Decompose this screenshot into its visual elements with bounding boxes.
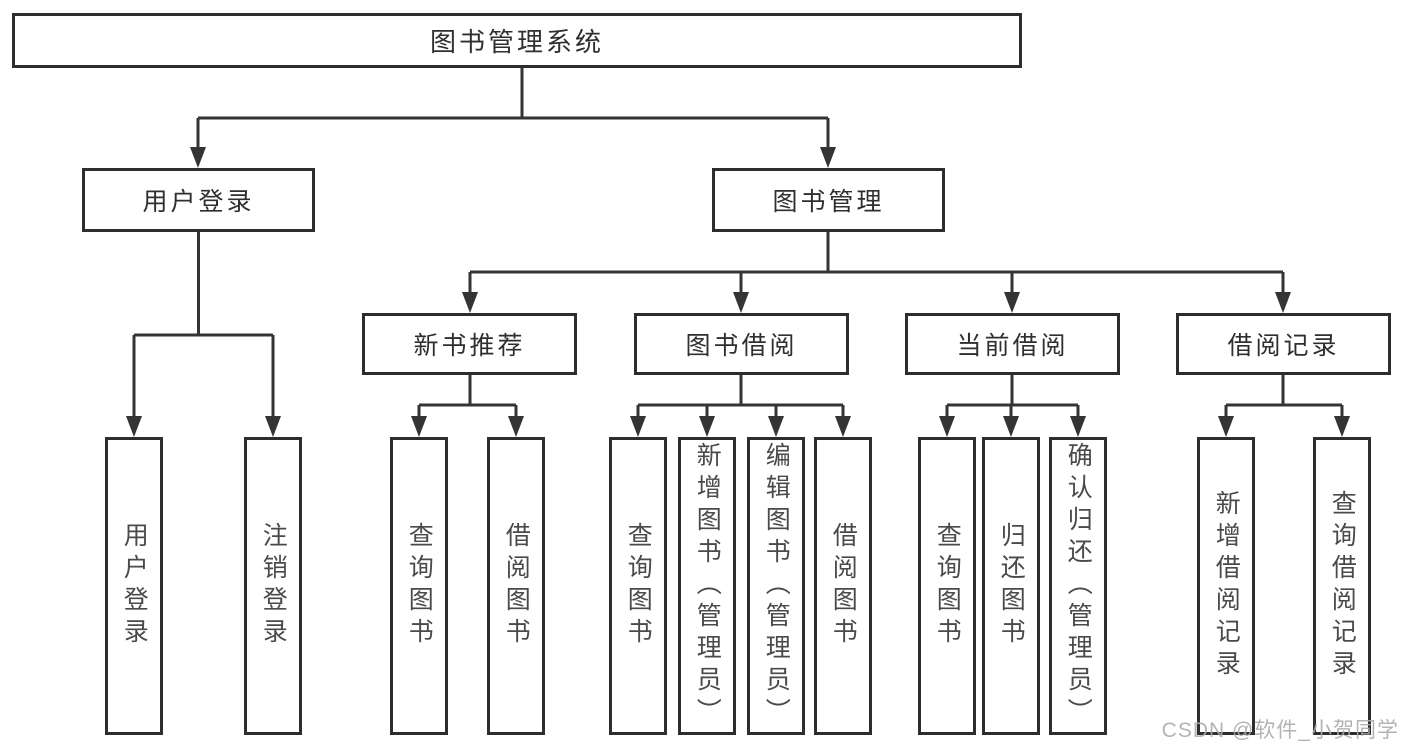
connector-new-book-rec-group: [417, 375, 518, 420]
arrow-down-icon: [462, 292, 478, 313]
arrow-down-icon: [835, 416, 851, 437]
leaf-user-login-label: 用户登录: [120, 522, 149, 650]
connector-book-mgmt-to-level3: [468, 232, 1285, 296]
arrow-down-icon: [1070, 416, 1086, 437]
node-book-mgmt-label: 图书管理: [772, 188, 885, 216]
leaf-query-books-borrow: 查询图书: [609, 437, 667, 735]
node-borrow-records-label: 借阅记录: [1227, 332, 1340, 360]
leaf-borrow-books-borrow: 借阅图书: [814, 437, 872, 735]
arrow-down-icon: [190, 147, 206, 168]
arrow-down-icon: [1004, 292, 1020, 313]
arrow-down-icon: [768, 416, 784, 437]
node-borrow-records: 借阅记录: [1176, 313, 1391, 375]
leaf-return-book: 归还图书: [982, 437, 1040, 735]
leaf-query-books-newrec: 查询图书: [390, 437, 448, 735]
node-root: 图书管理系统: [12, 13, 1022, 68]
leaf-logout-label: 注销登录: [259, 522, 288, 650]
arrow-down-icon: [820, 147, 836, 168]
node-book-borrow-label: 图书借阅: [685, 332, 798, 360]
leaf-return-book-label: 归还图书: [997, 522, 1026, 650]
arrow-down-icon: [1275, 292, 1291, 313]
arrow-down-icon: [126, 416, 142, 437]
arrow-down-icon: [411, 416, 427, 437]
connector-root-to-level2: [196, 68, 830, 150]
node-new-book-rec-label: 新书推荐: [413, 332, 526, 360]
leaf-add-book-admin-label: 新增图书（管理员）: [693, 442, 722, 730]
arrow-down-icon: [1334, 416, 1350, 437]
connector-borrow-records-group: [1224, 375, 1344, 420]
connector-user-login-group: [132, 232, 275, 420]
arrow-down-icon: [265, 416, 281, 437]
leaf-query-books-newrec-label: 查询图书: [405, 522, 434, 650]
arrow-down-icon: [699, 416, 715, 437]
arrowhead-icons: [126, 147, 1350, 437]
arrow-down-icon: [630, 416, 646, 437]
connector-paths: [132, 68, 1344, 420]
node-user-login: 用户登录: [82, 168, 315, 232]
leaf-edit-book-admin-label: 编辑图书（管理员）: [762, 442, 791, 730]
node-user-login-label: 用户登录: [142, 188, 255, 216]
leaf-borrow-books-borrow-label: 借阅图书: [829, 522, 858, 650]
node-root-label: 图书管理系统: [429, 27, 604, 57]
connector-book-borrow-group: [636, 375, 845, 420]
leaf-query-books-borrow-label: 查询图书: [624, 522, 653, 650]
leaf-confirm-return-admin-label: 确认归还（管理员）: [1064, 442, 1093, 730]
leaf-query-borrow-record-label: 查询借阅记录: [1328, 490, 1357, 682]
arrow-down-icon: [508, 416, 524, 437]
arrow-down-icon: [1218, 416, 1234, 437]
arrow-down-icon: [733, 292, 749, 313]
leaf-borrow-books-newrec: 借阅图书: [487, 437, 545, 735]
arrow-down-icon: [939, 416, 955, 437]
watermark: CSDN @软件_小贺同学: [1161, 719, 1399, 742]
leaf-user-login: 用户登录: [105, 437, 163, 735]
leaf-confirm-return-admin: 确认归还（管理员）: [1049, 437, 1107, 735]
leaf-add-book-admin: 新增图书（管理员）: [678, 437, 736, 735]
node-current-borrow-label: 当前借阅: [956, 332, 1069, 360]
leaf-query-books-current-label: 查询图书: [933, 522, 962, 650]
node-current-borrow: 当前借阅: [905, 313, 1120, 375]
arrow-down-icon: [1003, 416, 1019, 437]
leaf-edit-book-admin: 编辑图书（管理员）: [747, 437, 805, 735]
leaf-logout: 注销登录: [244, 437, 302, 735]
leaf-borrow-books-newrec-label: 借阅图书: [502, 522, 531, 650]
leaf-query-books-current: 查询图书: [918, 437, 976, 735]
leaf-add-borrow-record: 新增借阅记录: [1197, 437, 1255, 735]
node-book-borrow: 图书借阅: [634, 313, 849, 375]
leaf-query-borrow-record: 查询借阅记录: [1313, 437, 1371, 735]
node-book-mgmt: 图书管理: [712, 168, 945, 232]
connector-current-borrow-group: [945, 375, 1080, 420]
leaf-add-borrow-record-label: 新增借阅记录: [1212, 490, 1241, 682]
node-new-book-rec: 新书推荐: [362, 313, 577, 375]
